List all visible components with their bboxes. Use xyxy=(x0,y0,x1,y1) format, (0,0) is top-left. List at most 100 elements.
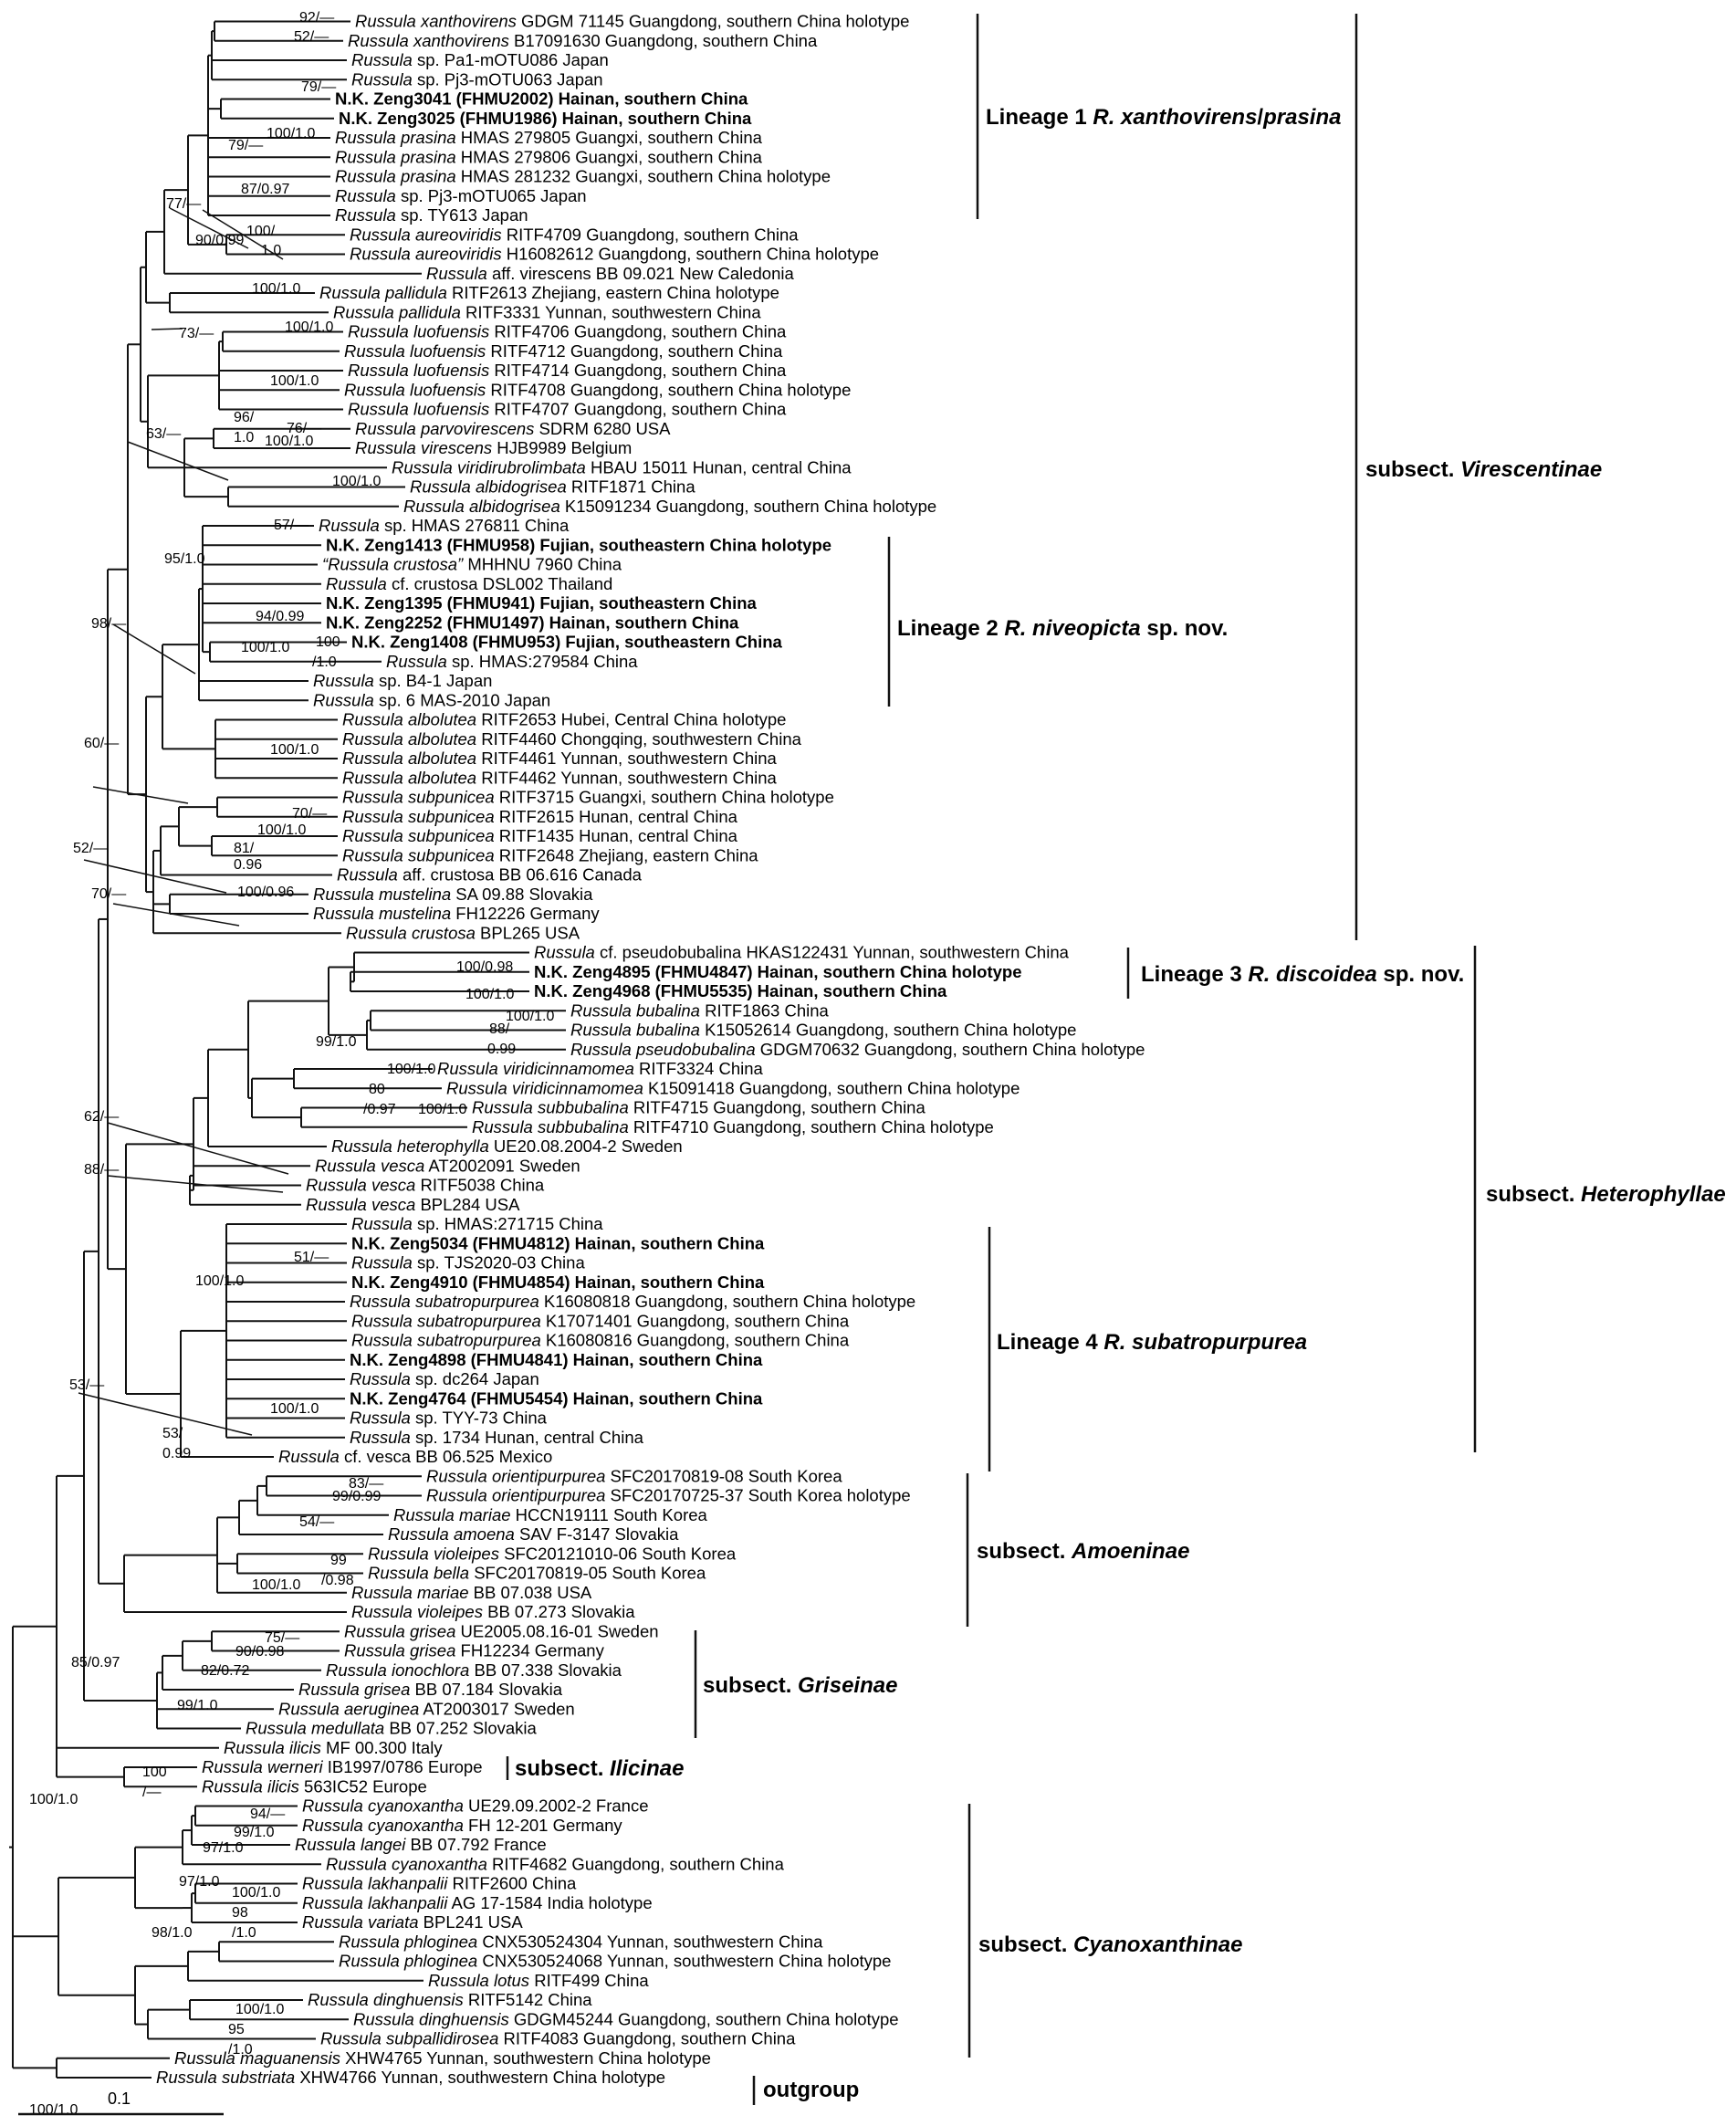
tip-label: Russula mustelina FH12226 Germany xyxy=(313,904,600,923)
support-value: 100/1.0 xyxy=(29,1792,78,1807)
leader-line xyxy=(127,441,229,481)
group-label-part: Griseinae xyxy=(798,1673,897,1698)
tip-voucher: HMAS 279806 Guangxi, southern China xyxy=(456,147,763,166)
support-value: 100/ xyxy=(246,224,276,239)
tip-taxon: Russula cyanoxantha xyxy=(302,1816,464,1835)
tip-taxon: Russula xyxy=(350,1409,411,1428)
tip-label: Russula medullata BB 07.252 Slovakia xyxy=(246,1719,538,1738)
tip-label: Russula cf. vesca BB 06.525 Mexico xyxy=(278,1447,552,1466)
group-label-part: sp. nov. xyxy=(1141,616,1229,641)
support-value: 85/0.97 xyxy=(71,1655,120,1670)
tip-label: Russula sp. HMAS 276811 China xyxy=(319,516,570,535)
tip-taxon: Russula orientipurpurea xyxy=(426,1466,605,1485)
tip-label: Russula cyanoxantha FH 12-201 Germany xyxy=(302,1816,622,1835)
tip-label: Russula sp. B4-1 Japan xyxy=(313,671,492,690)
support-value: 80 xyxy=(369,1082,385,1097)
tip-taxon: Russula xyxy=(534,943,595,962)
tip-voucher: FH 12-201 Germany xyxy=(464,1816,623,1835)
tip-label: Russula mustelina SA 09.88 Slovakia xyxy=(313,885,593,904)
tip-voucher: RITF3715 Guangxi, southern China holotyp… xyxy=(495,788,834,807)
tip-voucher: SFC20170819-05 South Korea xyxy=(469,1564,706,1583)
tip-taxon: Russula grisea xyxy=(344,1641,455,1660)
tip-taxon: Russula parvovirescens xyxy=(355,419,534,438)
tip-label: Russula sp. TJS2020-03 China xyxy=(351,1253,585,1272)
tip-voucher: MHHNU 7960 China xyxy=(463,555,622,574)
group-label-part: R. discoidea xyxy=(1248,962,1376,987)
support-values: 92/—52/—79/—100/1.079/—87/0.9777/—100/1.… xyxy=(29,10,554,2118)
tip-voucher: RITF1863 China xyxy=(700,1000,830,1020)
tip-label: Russula lakhanpalii RITF2600 China xyxy=(302,1874,577,1893)
leader-line xyxy=(83,859,227,894)
tip-label: Russula viridicinnamomea RITF3324 China xyxy=(437,1059,764,1078)
tip-label: N.K. Zeng1413 (FHMU958) Fujian, southeas… xyxy=(326,535,831,554)
tip-voucher: K17071401 Guangdong, southern China xyxy=(541,1311,850,1330)
group-label-cyanoxanthinae: subsect. Cyanoxanthinae xyxy=(978,1932,1242,1957)
tip-voucher: HCCN19111 South Korea xyxy=(511,1505,708,1524)
support-value: 99/1.0 xyxy=(316,1034,357,1050)
tip-voucher: BPL284 USA xyxy=(415,1195,520,1214)
tip-taxon: Russula albolutea xyxy=(342,729,476,749)
tip-voucher: RITF4462 Yunnan, southwestern China xyxy=(476,768,777,787)
support-value: 54/— xyxy=(299,1514,334,1530)
tip-taxon: Russula bella xyxy=(368,1564,469,1583)
support-value: 99 xyxy=(330,1553,347,1568)
tip-taxon: Russula orientipurpurea xyxy=(426,1486,605,1505)
support-value: 63/— xyxy=(146,426,181,442)
tip-voucher: CNX530524068 Yunnan, southwestern China … xyxy=(477,1952,891,1971)
support-value: 100/1.0 xyxy=(465,987,514,1002)
support-value: 62/— xyxy=(84,1109,119,1125)
tip-label: Russula subpunicea RITF2615 Hunan, centr… xyxy=(342,807,738,826)
tip-taxon: Russula virescens xyxy=(355,438,492,457)
tip-voucher: 563IC52 Europe xyxy=(299,1776,427,1796)
tip-taxon: Russula xyxy=(326,574,387,593)
tip-label: Russula sp. HMAS:271715 China xyxy=(351,1214,603,1233)
tip-voucher: RITF2615 Hunan, central China xyxy=(495,807,738,826)
tip-taxon: Russula albolutea xyxy=(342,749,476,768)
tip-taxon: Russula xyxy=(313,690,374,709)
tip-label: Russula aureoviridis H16082612 Guangdong… xyxy=(350,245,879,264)
support-value: 76/— xyxy=(287,421,321,436)
tip-voucher: XHW4766 Yunnan, southwestern China holot… xyxy=(295,2068,665,2087)
tip-voucher: sp. Pa1-mOTU086 Japan xyxy=(413,50,609,69)
tip-taxon: Russula mustelina xyxy=(313,885,451,904)
group-label-lineage3: Lineage 3 R. discoidea sp. nov. xyxy=(1141,962,1464,987)
group-label-ilicinae: subsect. Ilicinae xyxy=(515,1756,684,1781)
support-value: 70/— xyxy=(292,806,327,822)
support-value: 53/— xyxy=(69,1377,104,1393)
tip-taxon: Russula bubalina xyxy=(570,1000,700,1020)
tip-taxon: Russula werneri xyxy=(202,1757,324,1776)
tip-taxon: Russula subbubalina xyxy=(472,1098,629,1117)
tip-label: Russula sp. Pj3-mOTU065 Japan xyxy=(335,186,587,205)
support-value: 97/1.0 xyxy=(179,1874,220,1890)
leader-line xyxy=(151,328,183,330)
tip-taxon: Russula albolutea xyxy=(342,768,476,787)
support-value: 60/— xyxy=(84,736,119,751)
tip-voucher: MF 00.300 Italy xyxy=(321,1738,443,1757)
tip-label: Russula pseudobubalina GDGM70632 Guangdo… xyxy=(570,1040,1145,1059)
tip-voucher: sp. 6 MAS-2010 Japan xyxy=(374,690,550,709)
tip-label: Russula grisea BB 07.184 Slovakia xyxy=(298,1680,563,1699)
tip-label: Russula albolutea RITF4460 Chongqing, so… xyxy=(342,729,802,749)
tip-voucher: SA 09.88 Slovakia xyxy=(451,885,593,904)
tip-label: Russula xanthovirens GDGM 71145 Guangdon… xyxy=(355,12,909,31)
tip-label: Russula subbubalina RITF4710 Guangdong, … xyxy=(472,1117,994,1136)
tip-voucher: N.K. Zeng5034 (FHMU4812) Hainan, souther… xyxy=(351,1233,765,1252)
tip-label: Russula luofuensis RITF4707 Guangdong, s… xyxy=(348,400,787,419)
tip-label: Russula luofuensis RITF4706 Guangdong, s… xyxy=(348,322,787,341)
tip-taxon: Russula subpallidirosea xyxy=(320,2029,498,2048)
group-label-part: Amoeninae xyxy=(1071,1539,1189,1564)
support-value: 94/0.99 xyxy=(256,609,304,624)
tip-taxon: Russula subatropurpurea xyxy=(351,1311,541,1330)
tip-voucher: sp. TJS2020-03 China xyxy=(413,1253,586,1272)
tip-label: N.K. Zeng1408 (FHMU953) Fujian, southeas… xyxy=(351,633,783,652)
support-value: 100/1.0 xyxy=(195,1273,244,1289)
tip-label: Russula virescens HJB9989 Belgium xyxy=(355,438,632,457)
tip-voucher: SFC20170725-37 South Korea holotype xyxy=(605,1486,910,1505)
tip-voucher: sp. 1734 Hunan, central China xyxy=(411,1428,644,1447)
tip-label: Russula bubalina RITF1863 China xyxy=(570,1000,830,1020)
tip-taxon: Russula luofuensis xyxy=(348,400,489,419)
tip-label: Russula bubalina K15052614 Guangdong, so… xyxy=(570,1021,1076,1040)
group-label-part: subsect. xyxy=(1486,1182,1581,1207)
leader-line xyxy=(112,623,196,675)
tip-voucher: RITF4707 Guangdong, southern China xyxy=(489,400,787,419)
